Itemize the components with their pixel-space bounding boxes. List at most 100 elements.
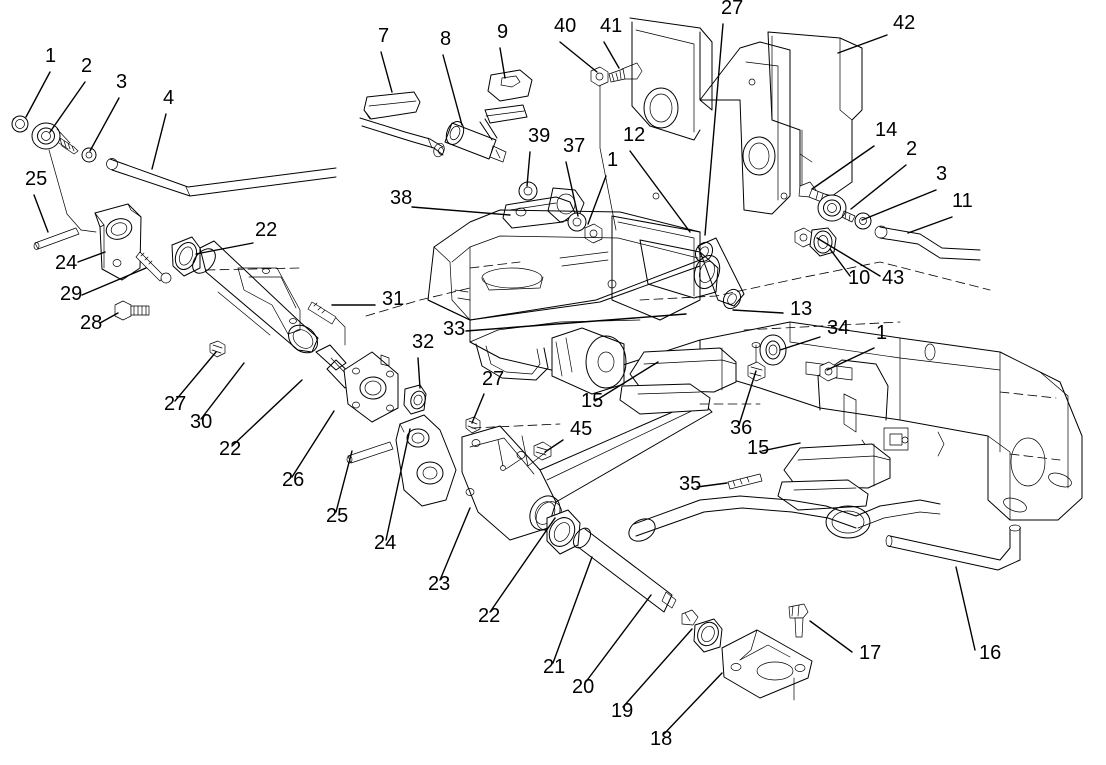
callout-leader-line: [417, 357, 421, 389]
callout-leader-line: [33, 194, 49, 233]
part-9-pad: [487, 69, 533, 102]
part-39-washer: [518, 181, 538, 201]
callout-27-c27c: 27: [704, 0, 743, 236]
callout-leader-line: [291, 410, 335, 478]
callout-1-c1: 1: [25, 45, 56, 118]
part-27-nut-left: [209, 340, 226, 358]
callout-leader-line: [779, 336, 821, 351]
callout-24-c24b: 24: [374, 428, 411, 554]
callout-number: 36: [730, 417, 752, 439]
callout-number: 20: [572, 676, 594, 698]
part-7-grip: [363, 91, 421, 120]
callout-leader-line: [465, 313, 687, 332]
callout-leader-line: [696, 482, 728, 488]
callout-27-c27a: 27: [164, 351, 217, 415]
callout-29-c29: 29: [60, 267, 147, 305]
part-25-pin-lower: [346, 441, 394, 464]
callout-45-c45: 45: [544, 418, 592, 453]
part-4-bent-rod: [106, 158, 337, 197]
callout-number: 45: [570, 418, 592, 440]
part-handle-bar: [359, 117, 445, 158]
callout-33-c33: 33: [443, 313, 687, 340]
callout-leader-line: [587, 175, 607, 225]
callout-number: 40: [554, 15, 576, 37]
part-1-nut-left: [11, 115, 29, 133]
callout-14-c14: 14: [811, 119, 897, 190]
callout-number: 2: [906, 138, 917, 160]
callout-number: 33: [443, 318, 465, 340]
part-flag-plate: [484, 104, 528, 124]
callout-number: 25: [326, 505, 348, 527]
callout-number: 10: [848, 267, 870, 289]
callout-number: 3: [116, 71, 127, 93]
callout-leader-line: [526, 151, 531, 187]
part-41-bolt: [608, 62, 643, 83]
part-group-lower-rod: [546, 509, 813, 701]
callout-2-c2: 2: [49, 55, 92, 133]
part-group-right-linkage: [794, 181, 981, 261]
callout-number: 27: [482, 368, 504, 390]
part-45-nut: [521, 435, 552, 467]
part-roller: [551, 327, 627, 395]
callout-number: 18: [650, 728, 672, 750]
part-24-clevis-lower: [395, 414, 457, 507]
part-16-handle: [885, 524, 1021, 571]
callout-number: 34: [827, 317, 849, 339]
alignment-line-40: [599, 85, 617, 231]
part-3-washer-right: [854, 212, 872, 230]
part-26-shaft-flange: [315, 344, 399, 423]
callout-number: 8: [440, 28, 451, 50]
callout-leader-line: [411, 206, 511, 216]
callout-number: 41: [600, 15, 622, 37]
callout-1-c1b: 1: [587, 149, 618, 225]
callout-number: 35: [679, 473, 701, 495]
part-group-main-frame: [427, 17, 1083, 521]
callout-27-c27b: 27: [471, 368, 504, 424]
callout-leader-line: [955, 566, 976, 651]
part-13-link-arm: [694, 237, 745, 310]
callout-leader-line: [77, 251, 106, 263]
callout-leader-line: [89, 97, 120, 152]
callout-7-c7: 7: [378, 25, 393, 93]
callout-leader-line: [584, 594, 652, 684]
part-32-sleeve: [403, 384, 427, 415]
part-group-lower-left-arm: [315, 344, 713, 541]
callout-leader-line: [49, 81, 86, 133]
callout-number: 11: [952, 190, 973, 212]
callout-number: 13: [790, 298, 812, 320]
callout-number: 9: [497, 21, 508, 43]
callout-leader-line: [81, 267, 147, 296]
part-15-pad-right: [777, 443, 891, 511]
callout-number: 28: [80, 312, 102, 334]
callout-30-c30: 30: [190, 362, 245, 433]
callout-37-c37: 37: [563, 135, 585, 217]
part-10-nut: [794, 227, 813, 248]
callout-number: 27: [164, 393, 186, 415]
part-3-washer-left: [81, 147, 97, 163]
callout-number: 37: [563, 135, 585, 157]
part-group-top-left-linkage: [11, 115, 337, 233]
callout-number: 17: [859, 642, 881, 664]
callout-21-c21: 21: [543, 556, 593, 678]
callout-leader-line: [826, 347, 875, 371]
part-27-nut-lower: [465, 416, 481, 434]
part-28-hex-bolt: [114, 300, 150, 321]
callout-22-c22a: 22: [195, 219, 277, 255]
callout-number: 39: [528, 125, 550, 147]
callout-22-c22c: 22: [478, 517, 556, 627]
callout-41-c41: 41: [600, 15, 622, 69]
part-group-left-bellcrank: [33, 203, 346, 358]
callout-leader-line: [200, 362, 245, 420]
callout-38-c38: 38: [390, 187, 511, 216]
callout-39-c39: 39: [526, 125, 550, 187]
callout-3-c3b: 3: [861, 163, 947, 221]
callout-2-c2b: 2: [850, 138, 917, 210]
callout-number: 22: [478, 605, 500, 627]
part-25-pin-upper: [33, 227, 80, 250]
callout-leader-line: [861, 189, 937, 221]
callout-leader-line: [816, 237, 881, 277]
callout-leader-line: [837, 34, 888, 54]
part-15-pad-left: [619, 347, 737, 415]
part-19-bushing: [693, 618, 723, 653]
